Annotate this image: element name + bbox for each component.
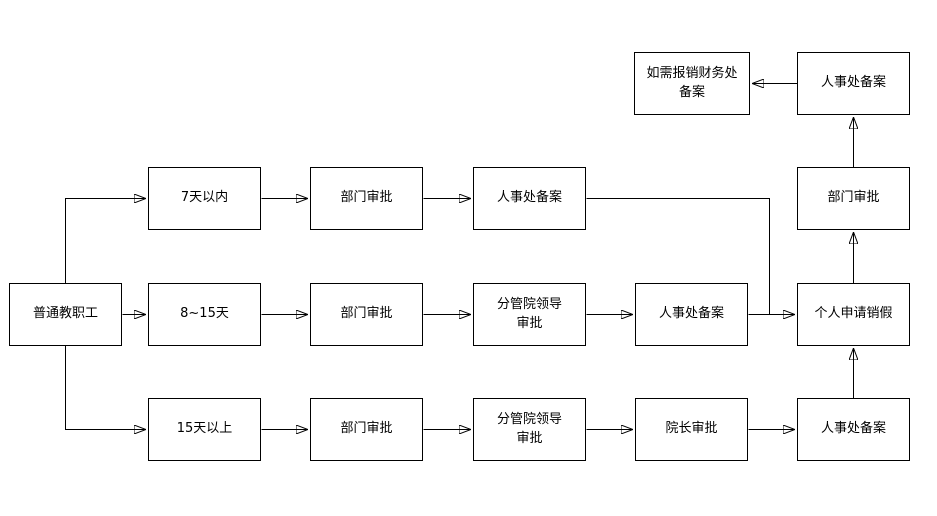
node-vice-dean-approval-15d: 分管院领导审批	[473, 398, 586, 461]
node-hr-record-7d: 人事处备案	[473, 167, 586, 230]
node-hr-record-cancel: 人事处备案	[797, 52, 910, 115]
node-leave-8-15d-label: 8~15天	[180, 306, 229, 322]
node-dept-approval-15d-label: 部门审批	[340, 421, 393, 437]
node-leave-7d-label: 7天以内	[180, 190, 229, 206]
node-hr-record-15d-label: 人事处备案	[820, 421, 886, 437]
node-cancel-request: 个人申请销假	[797, 283, 910, 346]
node-leave-15d-plus: 15天以上	[148, 398, 261, 461]
node-dean-approval-15d-label: 院长审批	[665, 421, 718, 437]
node-vice-dean-approval-15d-label: 分管院领导审批	[496, 411, 562, 446]
edge-start-to-leave15d	[65, 346, 146, 430]
node-leave-15d-plus-label: 15天以上	[176, 421, 233, 437]
node-hr-record-15d: 人事处备案	[797, 398, 910, 461]
edge-hr7d-to-cancel	[586, 198, 770, 315]
node-finance-record: 如需报销财务处备案	[634, 52, 750, 115]
node-hr-record-8-15d: 人事处备案	[635, 283, 748, 346]
node-dept-approval-7d: 部门审批	[310, 167, 423, 230]
node-dept-approval-7d-label: 部门审批	[340, 190, 393, 206]
node-dept-approval-8-15d-label: 部门审批	[340, 306, 393, 322]
node-dean-approval-15d: 院长审批	[635, 398, 748, 461]
node-leave-8-15d: 8~15天	[148, 283, 261, 346]
node-hr-record-cancel-label: 人事处备案	[820, 75, 886, 91]
node-cancel-request-label: 个人申请销假	[814, 306, 893, 322]
node-leave-7d: 7天以内	[148, 167, 261, 230]
node-start-label: 普通教职工	[32, 306, 98, 322]
node-vice-dean-approval-8-15d: 分管院领导审批	[473, 283, 586, 346]
edge-start-to-leave7d	[65, 199, 146, 283]
node-hr-record-7d-label: 人事处备案	[496, 190, 562, 206]
node-dept-approval-8-15d: 部门审批	[310, 283, 423, 346]
node-start: 普通教职工	[9, 283, 122, 346]
node-dept-approval-15d: 部门审批	[310, 398, 423, 461]
node-hr-record-8-15d-label: 人事处备案	[658, 306, 724, 322]
node-dept-approval-cancel-label: 部门审批	[827, 190, 880, 206]
node-dept-approval-cancel: 部门审批	[797, 167, 910, 230]
node-vice-dean-approval-8-15d-label: 分管院领导审批	[496, 296, 562, 331]
node-finance-record-label: 如需报销财务处备案	[646, 65, 738, 100]
